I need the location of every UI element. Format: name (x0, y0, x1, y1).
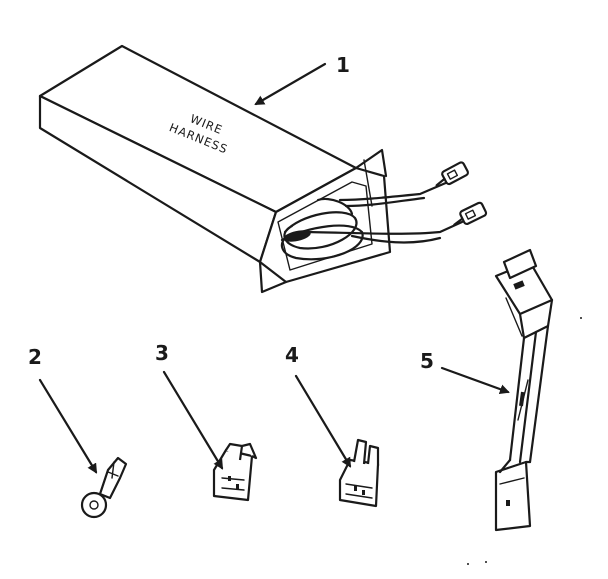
wire-harness-box: WIRE HARNESS (38, 44, 488, 294)
callout-arrow-4 (294, 374, 352, 468)
callout-number-3: 3 (155, 341, 169, 365)
female-spade-terminal (338, 438, 380, 508)
callout-2: 2 (28, 345, 98, 474)
callout-number-5: 5 (420, 349, 434, 373)
callout-number-4: 4 (285, 343, 299, 367)
scan-speck (467, 563, 469, 565)
callout-3: 3 (155, 341, 224, 470)
callout-number-2: 2 (28, 345, 42, 369)
coiled-wires (280, 161, 488, 261)
ring-terminal (80, 456, 128, 519)
scan-speck (485, 561, 487, 563)
callout-1: 1 (254, 53, 350, 106)
callout-4: 4 (285, 343, 352, 468)
callout-arrow-1 (254, 62, 327, 106)
flag-terminal (212, 442, 258, 502)
fuse-link (494, 248, 554, 532)
callout-arrow-3 (162, 370, 224, 470)
callout-arrow-2 (38, 378, 98, 474)
scan-speck (580, 317, 582, 319)
callout-arrow-5 (440, 366, 510, 394)
callout-5: 5 (420, 349, 510, 394)
callout-number-1: 1 (336, 53, 350, 77)
